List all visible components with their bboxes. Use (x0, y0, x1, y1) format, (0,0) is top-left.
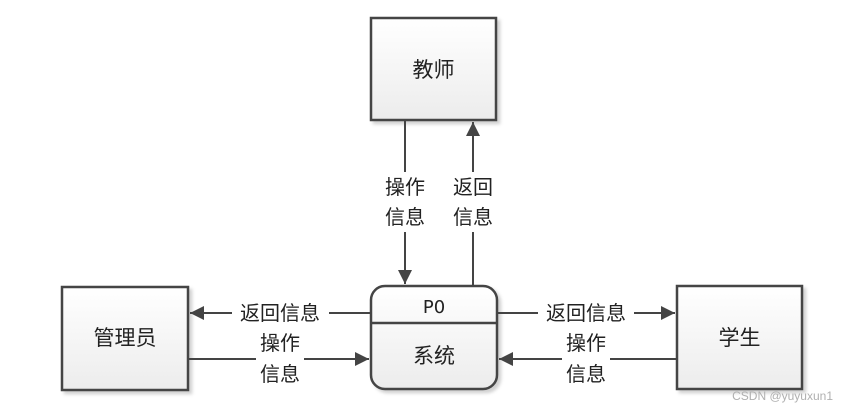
entity-admin-label: 管理员 (94, 326, 157, 350)
flow-system-to-teacher: 返回 信息 (453, 122, 493, 286)
flow-label-line2: 信息 (453, 205, 493, 229)
process-p0: P0 系统 (369, 284, 499, 391)
flow-label-line2: 信息 (566, 362, 606, 386)
entity-student: 学生 (675, 284, 804, 391)
flow-label: 返回信息 (546, 301, 626, 325)
flow-label: 返回信息 (240, 301, 320, 325)
watermark: CSDN @yuyuxun1 (732, 389, 833, 403)
flow-admin-to-system: 操作 信息 (188, 331, 369, 386)
process-name: 系统 (413, 344, 455, 368)
flow-label-line1: 操作 (385, 175, 425, 199)
flow-system-to-admin: 返回信息 (190, 301, 371, 325)
entity-student-label: 学生 (719, 326, 761, 350)
flow-student-to-system: 操作 信息 (499, 331, 677, 386)
flow-label-line1: 操作 (566, 331, 606, 355)
entity-admin: 管理员 (60, 285, 190, 392)
flow-teacher-to-system: 操作 信息 (385, 121, 425, 284)
process-id: P0 (423, 297, 445, 318)
flow-label-line1: 返回 (453, 175, 493, 199)
flow-label-line1: 操作 (260, 331, 300, 355)
flow-system-to-student: 返回信息 (497, 301, 675, 325)
flow-label-line2: 信息 (260, 362, 300, 386)
flow-label-line2: 信息 (385, 205, 425, 229)
entity-teacher: 教师 (369, 16, 498, 122)
entity-teacher-label: 教师 (413, 58, 455, 82)
